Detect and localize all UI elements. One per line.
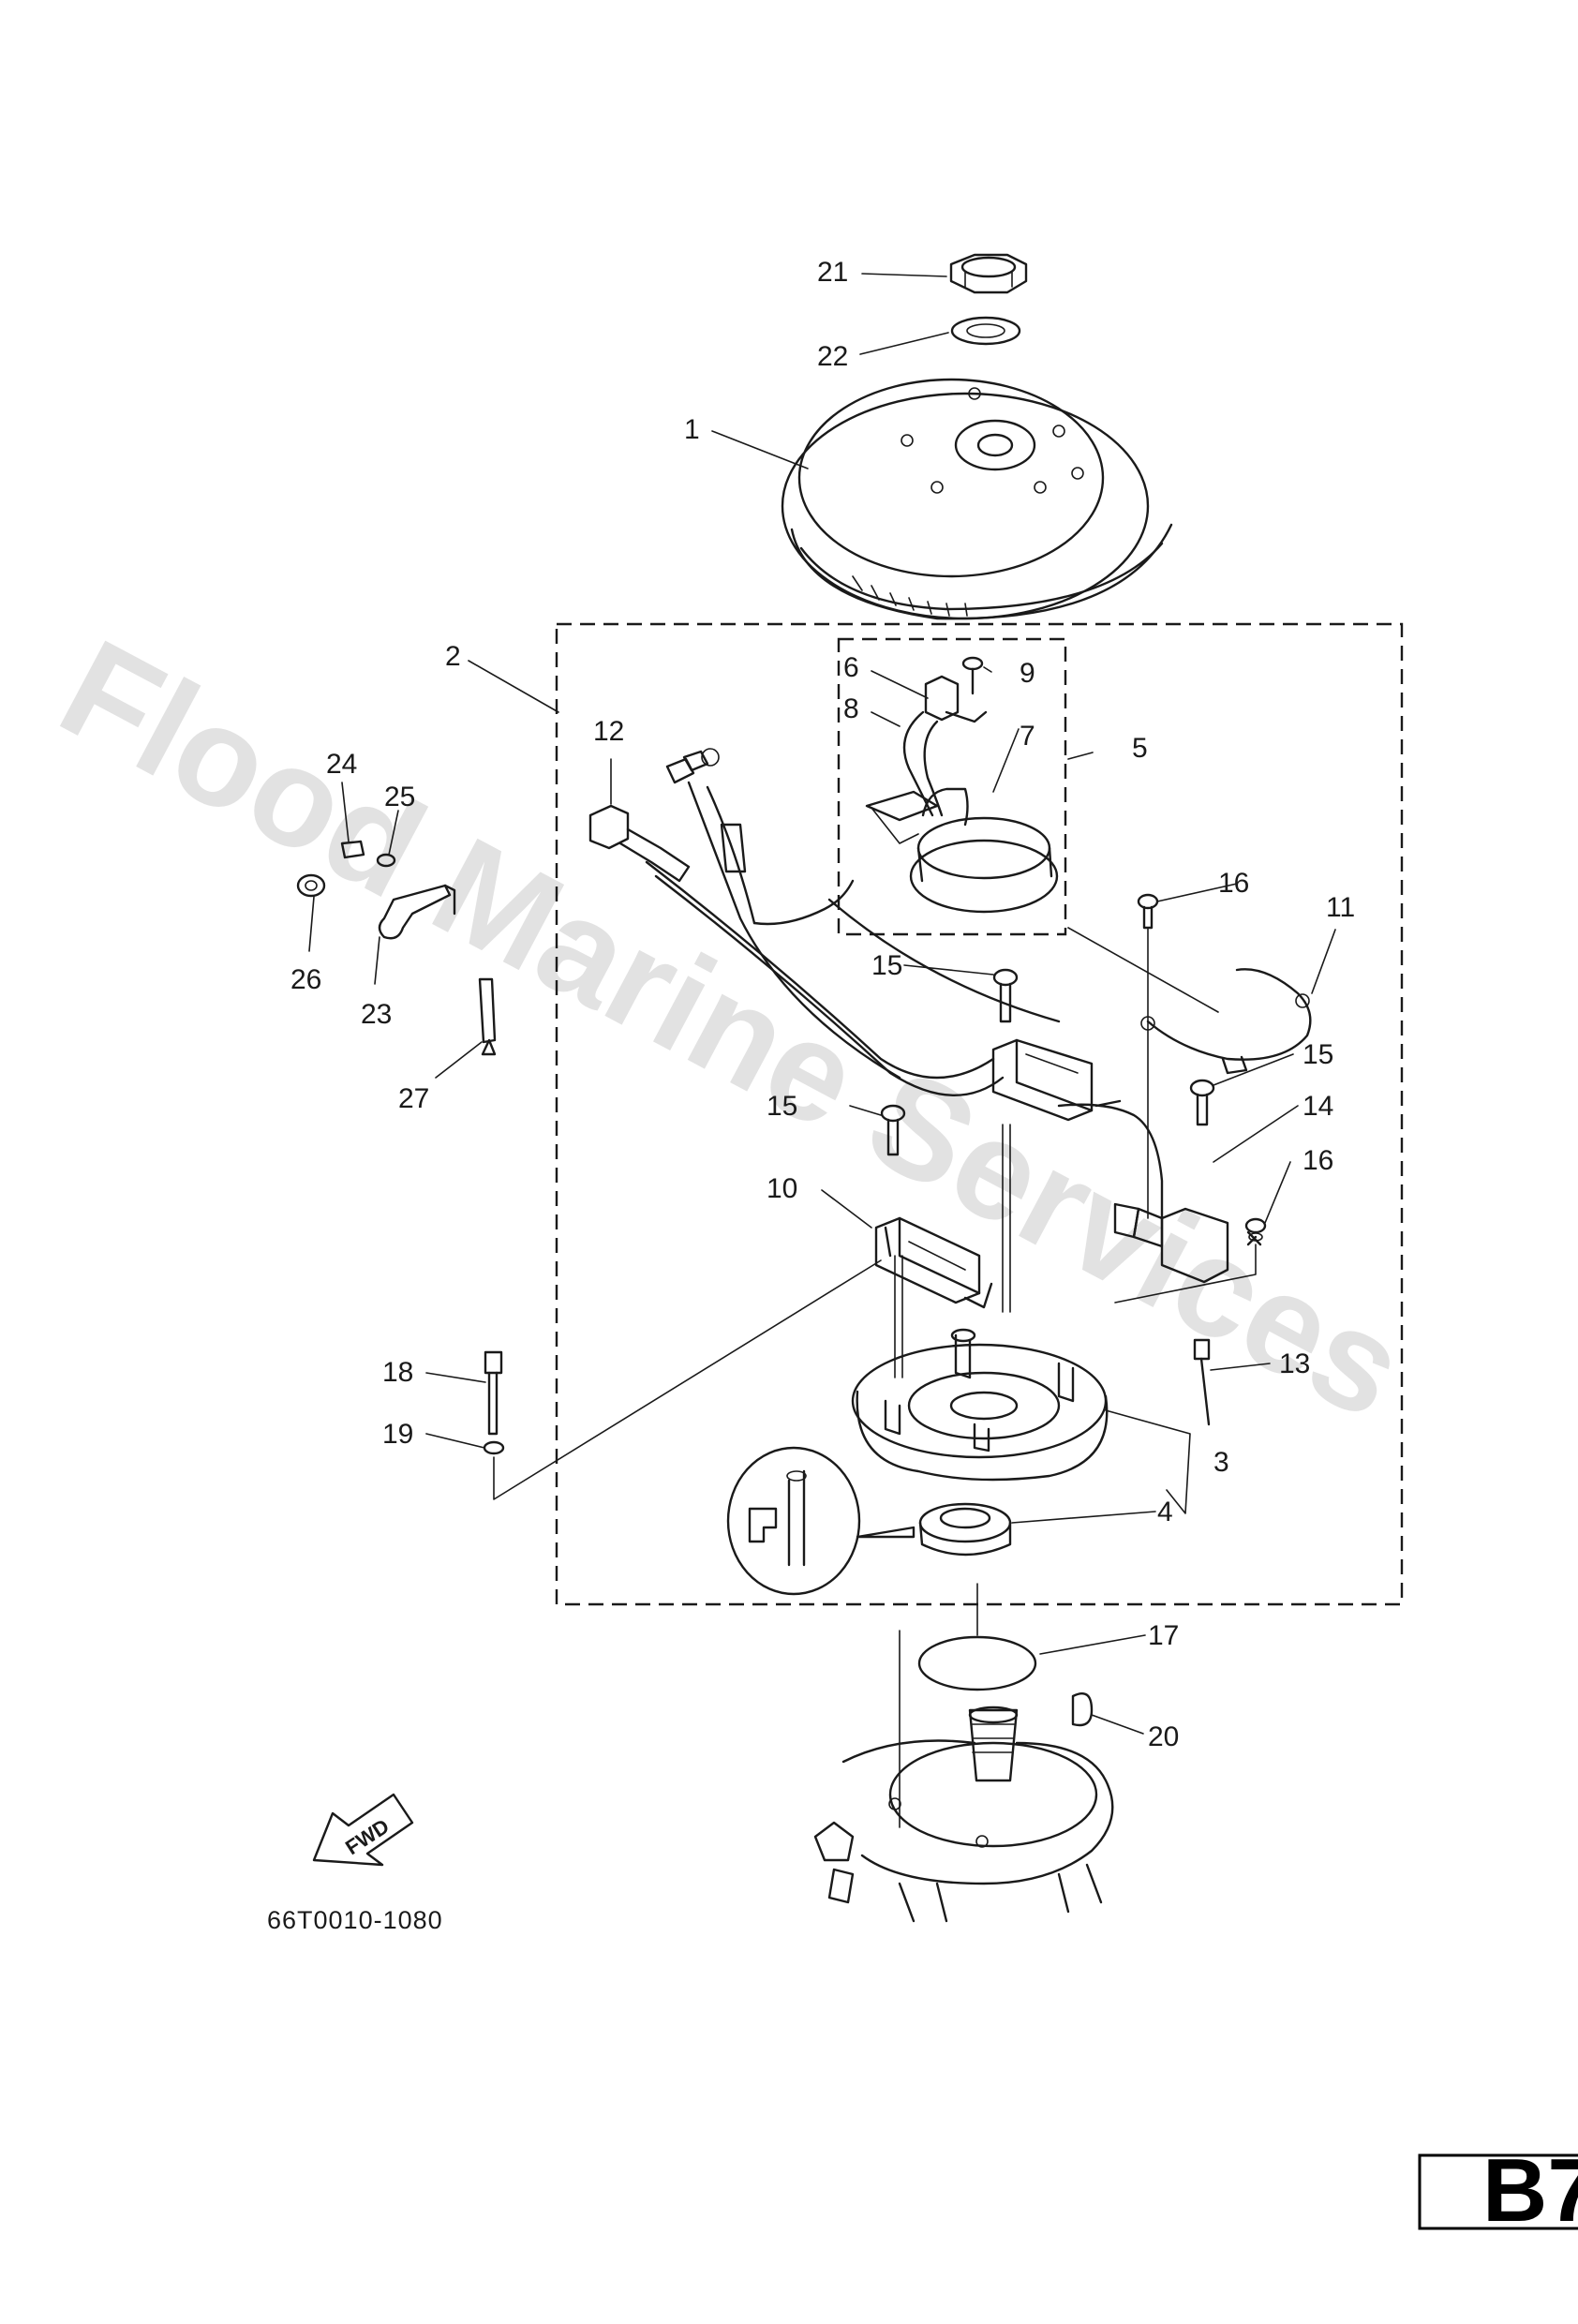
washer-19-part bbox=[483, 1440, 505, 1455]
terminal-leads-part bbox=[665, 748, 1061, 1080]
bolt-18-part bbox=[484, 1350, 503, 1436]
screw-9-part bbox=[961, 656, 984, 695]
screw-15-upper-part bbox=[992, 968, 1019, 1023]
callout-22: 22 bbox=[817, 341, 848, 372]
callout-16-lower: 16 bbox=[1303, 1145, 1333, 1176]
leader-lines bbox=[308, 273, 1336, 1828]
callout-5: 5 bbox=[1132, 733, 1148, 764]
charge-coil-10-part bbox=[874, 1216, 993, 1309]
stator-base-part bbox=[851, 1124, 1109, 1482]
callout-19: 19 bbox=[382, 1419, 413, 1450]
pulser-coil-part bbox=[865, 787, 1059, 914]
callout-26: 26 bbox=[290, 964, 321, 995]
callout-15-right: 15 bbox=[1303, 1039, 1333, 1070]
callout-15-left: 15 bbox=[767, 1091, 797, 1122]
bracket-23-part bbox=[378, 884, 456, 940]
callout-9: 9 bbox=[1020, 658, 1035, 689]
woodruff-key-part bbox=[1071, 1691, 1094, 1727]
stator-assembly-boundary bbox=[555, 622, 1404, 1606]
callout-14: 14 bbox=[1303, 1091, 1333, 1122]
grease-detail-bubble bbox=[726, 1446, 916, 1596]
callout-4: 4 bbox=[1157, 1497, 1173, 1527]
callout-11: 11 bbox=[1326, 892, 1355, 923]
callout-6: 6 bbox=[843, 652, 859, 683]
watermark-text: Flood Marine Services bbox=[37, 609, 1429, 1449]
callout-23: 23 bbox=[361, 999, 392, 1030]
callout-16-upper: 16 bbox=[1218, 868, 1249, 899]
diagram-part-number: 66T0010-1080 bbox=[267, 1906, 443, 1934]
tie-13-part bbox=[1193, 1338, 1211, 1426]
fwd-arrow-icon: FWD bbox=[312, 1793, 414, 1867]
callout-17: 17 bbox=[1148, 1620, 1179, 1651]
callout-10: 10 bbox=[767, 1173, 797, 1204]
callout-7: 7 bbox=[1020, 721, 1035, 752]
callout-20: 20 bbox=[1148, 1721, 1179, 1752]
callout-18: 18 bbox=[382, 1357, 413, 1388]
callout-1: 1 bbox=[684, 414, 700, 445]
pulser-coil-boundary bbox=[837, 637, 1067, 936]
powerhead-part bbox=[813, 1706, 1114, 1923]
lighting-coil-part bbox=[991, 1038, 1094, 1122]
callout-21: 21 bbox=[817, 257, 848, 288]
callout-3: 3 bbox=[1213, 1447, 1229, 1478]
grommet-26-part bbox=[296, 873, 326, 898]
callout-labels: 21 22 1 2 6 9 8 12 7 5 24 25 16 11 26 15… bbox=[290, 257, 1355, 1752]
bolt-24-part bbox=[340, 840, 365, 859]
o-ring-part bbox=[917, 1635, 1037, 1691]
callout-13: 13 bbox=[1279, 1348, 1310, 1379]
washer-25-part bbox=[376, 853, 396, 868]
wire-harness-part bbox=[902, 710, 944, 817]
page-label: B7 bbox=[1482, 2140, 1578, 2241]
callout-15-upper: 15 bbox=[871, 950, 902, 981]
screw-16-lower-part bbox=[1244, 1217, 1267, 1246]
screw-15-right-part bbox=[1189, 1079, 1215, 1126]
washer-part bbox=[950, 316, 1021, 346]
tie-27-part bbox=[478, 977, 497, 1056]
coil-14-part bbox=[1057, 1099, 1229, 1284]
callout-8: 8 bbox=[843, 693, 859, 724]
callout-24: 24 bbox=[326, 749, 357, 780]
flywheel-part bbox=[781, 378, 1173, 620]
callout-27: 27 bbox=[398, 1083, 429, 1114]
screw-15-left-part bbox=[880, 1104, 906, 1156]
callout-2: 2 bbox=[445, 641, 461, 672]
page-label-box: B7 bbox=[1418, 2140, 1578, 2241]
callout-12: 12 bbox=[593, 716, 624, 747]
bracket-6-part bbox=[924, 675, 988, 723]
flywheel-nut-part bbox=[949, 253, 1028, 294]
callout-25: 25 bbox=[384, 782, 415, 812]
oil-seal-part bbox=[918, 1502, 1012, 1557]
connector-12-part bbox=[588, 804, 1005, 1096]
